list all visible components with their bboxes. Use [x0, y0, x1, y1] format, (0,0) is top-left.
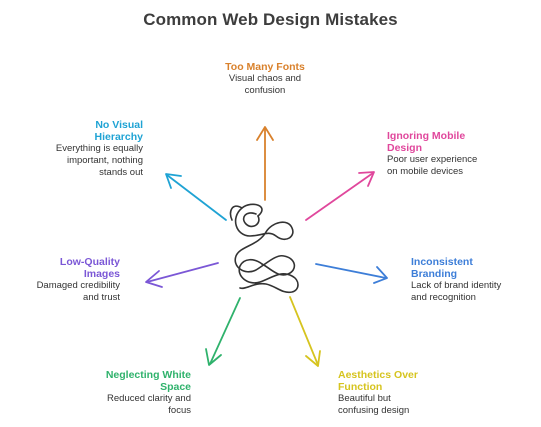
arrow-aesthetics-over-function	[289, 296, 321, 367]
mistake-title-line: Neglecting White	[105, 369, 191, 381]
mistake-description-line: Damaged credibility	[36, 280, 120, 291]
arrow-neglecting-white-space	[205, 297, 241, 366]
arrow-ignoring-mobile	[305, 171, 375, 221]
tangled-knot-icon	[229, 203, 299, 294]
mistake-description-line: Reduced clarity and	[107, 393, 191, 404]
mistake-description-line: Beautiful but	[338, 393, 391, 404]
mistake-description-line: focus	[168, 405, 191, 416]
mistake-description-line: and trust	[83, 292, 120, 303]
mistake-neglecting-white-space: Neglecting White Space Reduced clarity a…	[60, 369, 191, 417]
diagram-title: Common Web Design Mistakes	[143, 10, 398, 29]
mistake-title-line: Inconsistent	[411, 256, 473, 268]
mistake-too-many-fonts: Too Many Fonts Visual chaos and confusio…	[200, 61, 330, 97]
arrow-too-many-fonts	[256, 126, 274, 201]
mistake-title-line: Space	[160, 381, 191, 393]
mistake-description-line: stands out	[99, 167, 143, 178]
mistake-low-quality-images: Low-Quality Images Damaged credibility a…	[4, 256, 120, 304]
mistake-description-line: confusing design	[338, 405, 410, 416]
mistake-title-line: Branding	[411, 268, 458, 280]
mistake-title-line: Hierarchy	[94, 131, 143, 143]
mistake-description-line: important, nothing	[66, 155, 143, 166]
mistake-ignoring-mobile-design: Ignoring Mobile Design Poor user experie…	[387, 130, 527, 178]
mistake-description-line: Poor user experience	[387, 154, 478, 165]
mistake-title-line: Aesthetics Over	[338, 369, 418, 381]
mistake-description-line: on mobile devices	[387, 166, 464, 177]
mistake-title-line: Images	[83, 268, 120, 280]
mistake-aesthetics-over-function: Aesthetics Over Function Beautiful but c…	[338, 369, 473, 417]
mistake-title-line: Design	[387, 142, 423, 154]
mistake-description-line: Everything is equally	[55, 143, 143, 154]
mistake-inconsistent-branding: Inconsistent Branding Lack of brand iden…	[411, 256, 536, 304]
mistake-title-line: Low-Quality	[59, 256, 120, 268]
mistake-description-line: Visual chaos and	[228, 73, 302, 84]
arrow-no-visual-hierarchy	[165, 173, 227, 221]
arrow-inconsistent-branding	[315, 263, 388, 284]
mistake-title-line: No Visual	[95, 119, 143, 131]
mistake-title-line: Function	[338, 381, 383, 393]
mistake-description-line: and recognition	[411, 292, 476, 303]
arrow-low-quality-images	[145, 262, 219, 288]
mistake-no-visual-hierarchy: No Visual Hierarchy Everything is equall…	[20, 119, 143, 179]
mistake-title: Too Many Fonts	[225, 61, 305, 73]
mistake-description-line: Lack of brand identity	[411, 280, 502, 291]
mistake-description-line: confusion	[244, 85, 286, 96]
mistake-title-line: Ignoring Mobile	[387, 130, 466, 142]
